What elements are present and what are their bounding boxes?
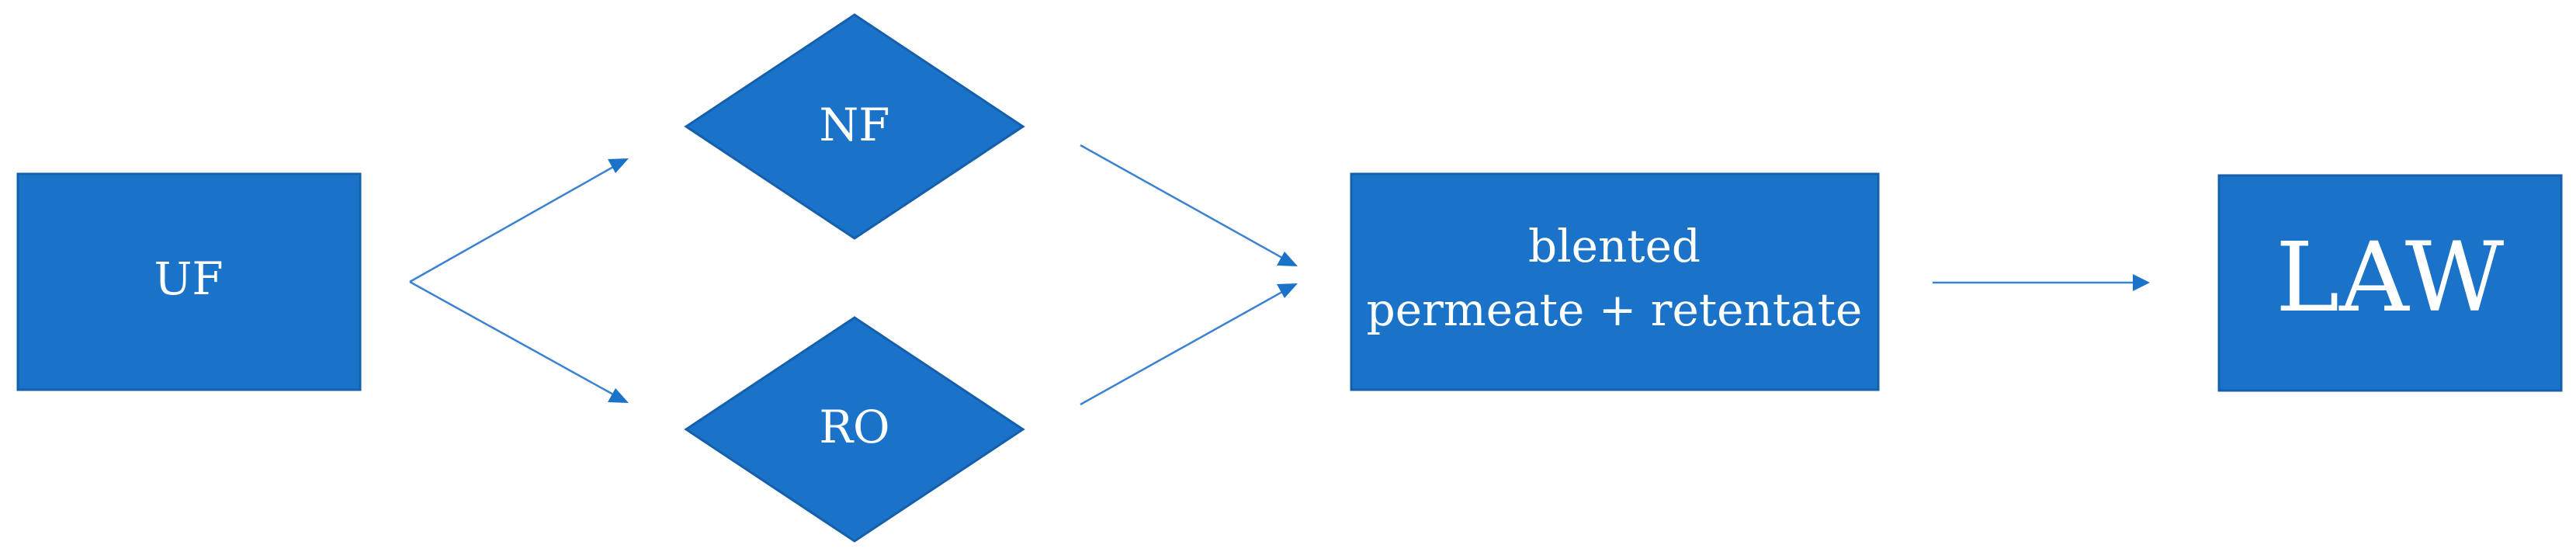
node-blend: blented permeate + retentate	[1350, 172, 1880, 391]
edge-nf-to-blend	[1080, 144, 1283, 259]
node-law-box	[2217, 174, 2563, 392]
arrowhead-ro-to-blend	[1277, 283, 1298, 298]
node-ro: RO	[684, 316, 1025, 543]
arrowhead-uf-to-ro	[608, 388, 629, 403]
node-nf-label: NF	[820, 99, 890, 151]
node-blend-box	[1350, 172, 1880, 391]
arrowhead-uf-to-nf	[608, 158, 629, 173]
node-nf: NF	[684, 13, 1025, 240]
nodes: UF NF RO blented permeate + retentate LA…	[16, 13, 2563, 543]
node-blend-label-line2: permeate + retentate	[1367, 283, 1863, 336]
edge-uf-to-ro	[409, 280, 614, 396]
edge-ro-to-blend	[1080, 290, 1283, 406]
node-ro-label: RO	[819, 401, 889, 453]
arrowhead-blend-to-law	[2133, 274, 2150, 291]
edge-uf-to-nf	[409, 165, 614, 283]
edges	[409, 144, 2150, 406]
node-uf-box	[16, 172, 362, 391]
node-law-label: LAW	[2276, 222, 2505, 334]
node-law: LAW	[2217, 174, 2563, 392]
node-ro-diamond	[684, 316, 1025, 543]
node-blend-label-line1: blented	[1528, 220, 1701, 273]
arrowhead-nf-to-blend	[1277, 252, 1298, 266]
node-uf: UF	[16, 172, 362, 391]
node-uf-label: UF	[154, 252, 223, 305]
node-nf-diamond	[684, 13, 1025, 240]
